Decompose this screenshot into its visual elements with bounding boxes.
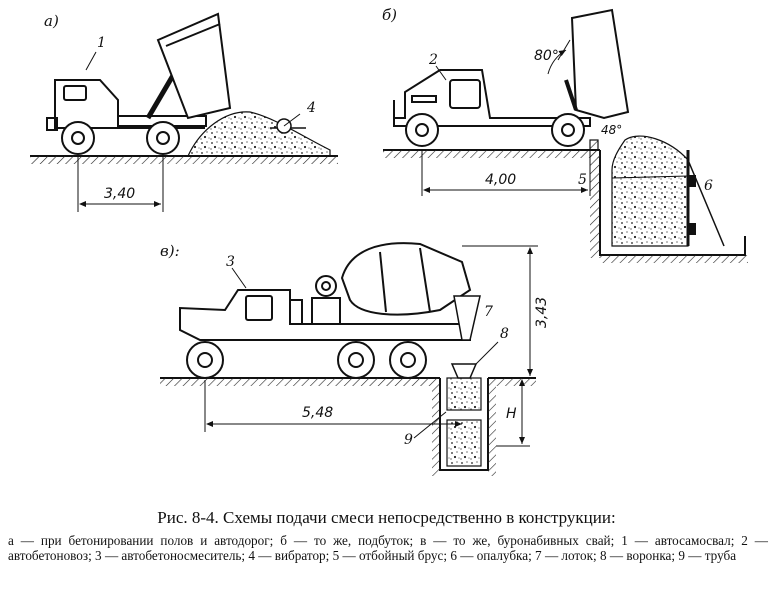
angle-80: 80°: [534, 48, 559, 64]
dimension-c-depth: H: [506, 406, 517, 422]
vibrator: [270, 113, 306, 134]
mark-4: 4: [306, 100, 316, 116]
panel-c-label: в):: [160, 242, 180, 260]
dimension-b: 4,00: [485, 172, 516, 188]
panel-a-label: а): [44, 12, 59, 30]
stop-bar: [589, 139, 599, 151]
mark-9: 9: [404, 432, 413, 448]
mark-5: 5: [578, 172, 587, 188]
panel-c: в):: [160, 242, 550, 476]
mark-3: 3: [226, 254, 235, 270]
dump-truck: [46, 12, 232, 155]
mark-2: 2: [428, 52, 438, 68]
panel-b-label: б): [382, 6, 397, 24]
figure-caption: Рис. 8-4. Схемы подачи смеси непосредств…: [157, 508, 616, 527]
dimension-c-vertical: 3,43: [534, 297, 550, 328]
mark-1: 1: [97, 35, 106, 51]
panel-b: б): [382, 6, 748, 263]
dimension-a: 3,40: [104, 186, 135, 202]
mark-8: 8: [500, 326, 509, 342]
figure-legend: а — при бетонировании полов и автодорог;…: [8, 533, 768, 563]
mark-7: 7: [484, 304, 493, 320]
formwork: [686, 150, 725, 247]
angle-48: 48°: [601, 123, 622, 137]
panel-a: а) 1 4: [30, 12, 338, 212]
mark-6: 6: [704, 178, 713, 194]
concrete-delivery-diagram: а) 1 4: [30, 6, 748, 476]
truck-mixer: [179, 242, 481, 379]
concrete-truck: [393, 8, 630, 147]
dimension-c-horizontal: 5,48: [302, 405, 333, 421]
